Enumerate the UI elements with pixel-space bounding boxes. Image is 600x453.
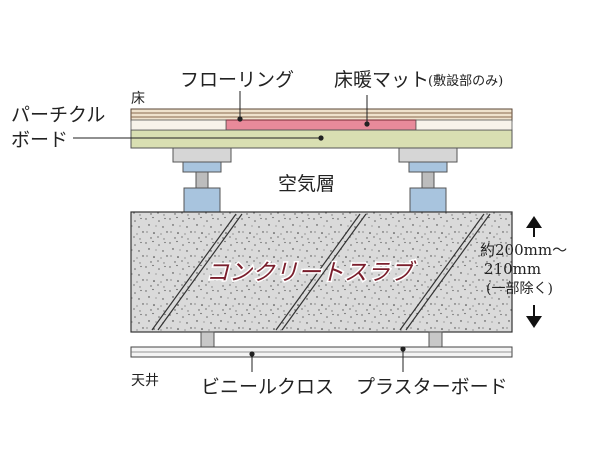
flooring-layer xyxy=(130,108,513,122)
floor-label: 床 xyxy=(131,91,145,107)
air-layer-label: 空気層 xyxy=(278,173,335,195)
heating-mat-note: (敷設部のみ) xyxy=(428,73,503,89)
ceiling-label: 天井 xyxy=(131,373,159,389)
heating-mat-label: 床暖マット xyxy=(334,69,429,91)
ceiling-hanger-right xyxy=(428,331,443,348)
thickness-label-line2: 210mm xyxy=(484,260,541,278)
particle-board-label-line2: ボード xyxy=(11,129,68,151)
thickness-label-line3: (一部除く) xyxy=(486,281,553,297)
thickness-arrow xyxy=(526,216,542,328)
plaster-board-label: プラスターボード xyxy=(356,376,508,398)
floor-assembly xyxy=(130,108,513,149)
ceiling-board xyxy=(130,346,513,358)
particle-board-label-line1: パーチクル xyxy=(11,104,105,126)
slab-hatch-lines xyxy=(151,213,491,331)
vinyl-cloth-label: ビニールクロス xyxy=(201,376,334,398)
support-leg-left xyxy=(172,147,232,215)
slab-label: コンクリートスラブ xyxy=(206,260,417,286)
concrete-slab xyxy=(130,211,513,333)
thickness-label-line1: 約200mm～ xyxy=(480,241,567,259)
ceiling-hanger-left xyxy=(200,331,215,348)
support-leg-right xyxy=(398,147,458,215)
flooring-label: フローリング xyxy=(180,69,294,91)
heating-mat xyxy=(225,119,417,131)
